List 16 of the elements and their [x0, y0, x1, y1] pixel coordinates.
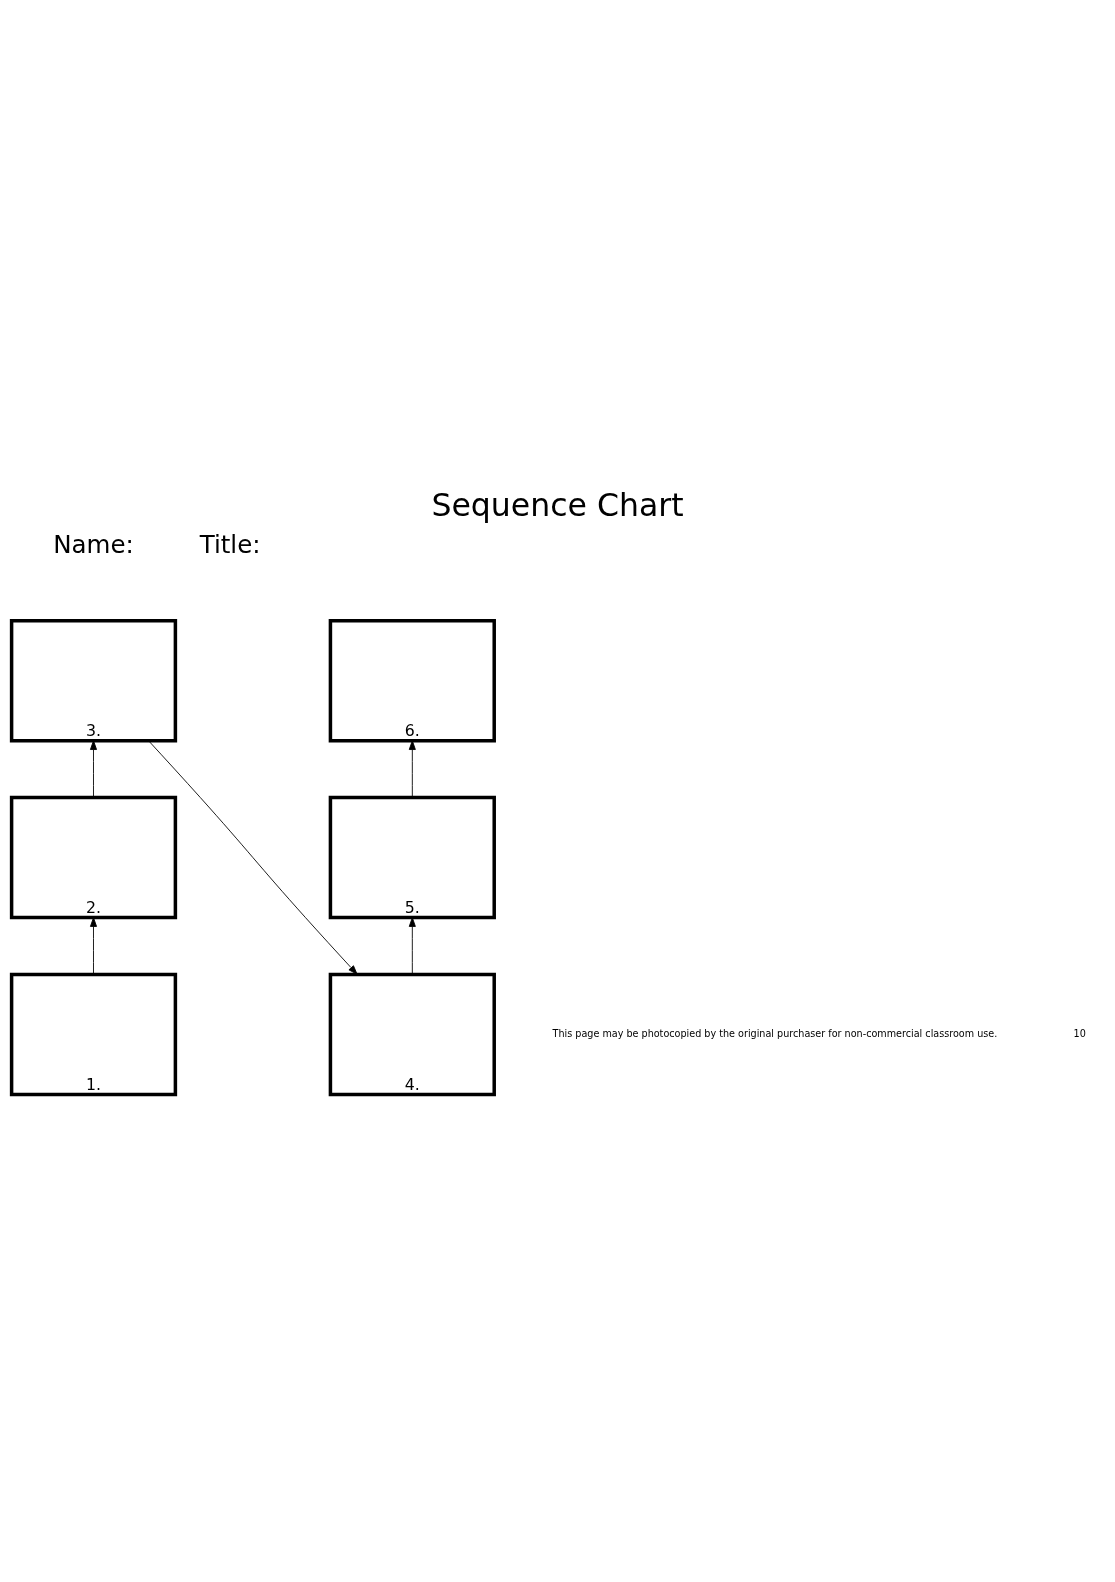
arrow	[408, 740, 416, 798]
arrow	[408, 917, 416, 975]
diagram-title: Sequence Chart	[431, 487, 684, 524]
label: Name:	[53, 529, 134, 559]
node-box: 6.	[328, 618, 496, 743]
node-box: 4.	[328, 972, 496, 1097]
node-box: 1.	[9, 972, 178, 1097]
label: Title:	[199, 529, 261, 559]
arrow	[90, 740, 97, 798]
node-box: 3.	[9, 618, 178, 743]
label: This page may be photocopied by the original purchaser for non-commercial classroom use.	[552, 1027, 998, 1039]
node-box: 2.	[9, 795, 178, 920]
arrow	[148, 740, 358, 975]
arrow	[90, 917, 97, 975]
node-box: 5.	[328, 795, 496, 920]
label: 10	[1073, 1027, 1086, 1039]
